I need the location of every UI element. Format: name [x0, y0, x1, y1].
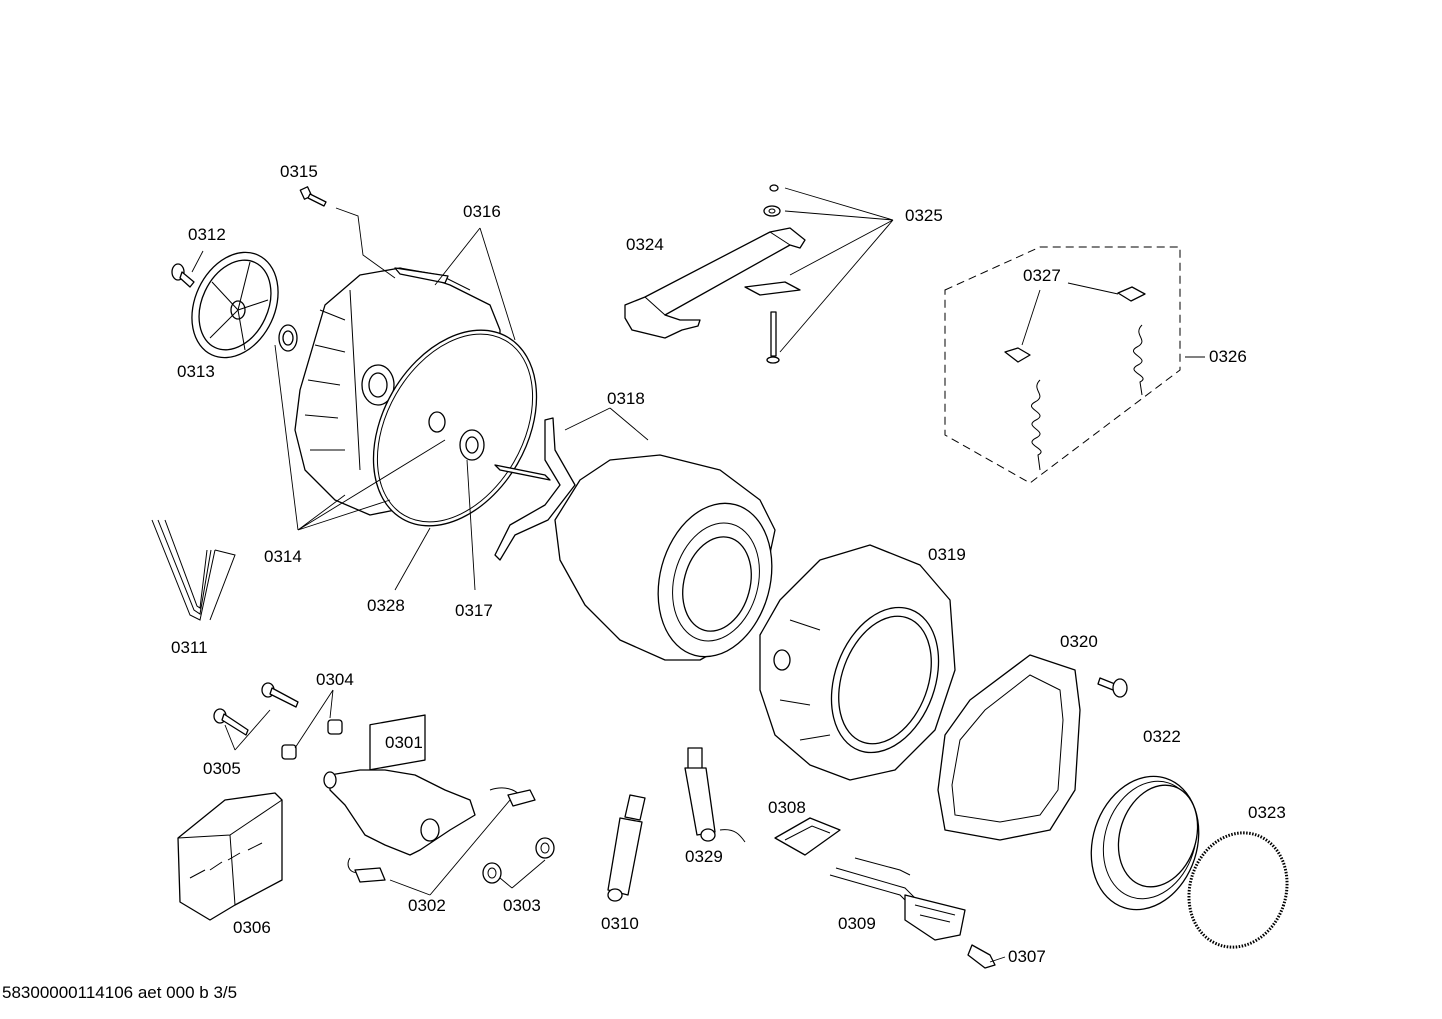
label-0328: 0328: [367, 596, 405, 615]
label-0317: 0317: [455, 601, 493, 620]
label-0327: 0327: [1023, 266, 1061, 285]
part-0304-studs: [281, 719, 343, 760]
part-0308-bracket: [774, 817, 841, 856]
part-0324-bracket: [624, 227, 806, 339]
part-0307-sensor: [967, 944, 996, 969]
part-labels: 0315 0316 0312 0313 0325 0324 0327 0326 …: [171, 162, 1286, 966]
label-0303: 0303: [503, 896, 541, 915]
label-0312: 0312: [188, 225, 226, 244]
part-0329-shock-absorber: [684, 747, 746, 843]
part-0319-tub-front: [759, 544, 956, 781]
part-0325-fasteners: [763, 184, 781, 364]
label-0319: 0319: [928, 545, 966, 564]
label-0309: 0309: [838, 914, 876, 933]
label-0329: 0329: [685, 847, 723, 866]
label-0322: 0322: [1143, 727, 1181, 746]
label-0323: 0323: [1248, 803, 1286, 822]
label-0318: 0318: [607, 389, 645, 408]
part-0309-heater: [829, 857, 966, 941]
part-0310-shock-absorber: [607, 794, 646, 902]
label-0311: 0311: [171, 638, 208, 657]
label-0325: 0325: [905, 206, 943, 225]
label-0307: 0307: [1008, 947, 1046, 966]
part-0320-frame: [937, 654, 1081, 841]
part-0328-seal-ring: [372, 329, 538, 527]
label-0315: 0315: [280, 162, 318, 181]
part-0302-connectors: [347, 787, 536, 883]
part-0326-spring-set: [944, 246, 1181, 484]
label-0306: 0306: [233, 918, 271, 937]
label-0316: 0316: [463, 202, 501, 221]
label-0305: 0305: [203, 759, 241, 778]
part-0318-drum: [494, 417, 776, 661]
part-0306-cover-box: [177, 792, 283, 921]
part-0312-screw: [171, 263, 195, 288]
label-0313: 0313: [177, 362, 215, 381]
label-0304: 0304: [316, 670, 354, 689]
part-0303-bushings: [482, 837, 555, 884]
leader-lines: [191, 187, 1205, 963]
part-0313-pulley: [191, 251, 279, 359]
document-id-footer: 58300000114106 aet 000 b 3/5: [2, 983, 237, 1002]
part-0315-screw: [299, 186, 327, 207]
label-0324: 0324: [626, 235, 664, 254]
label-0314: 0314: [264, 547, 302, 566]
part-0320-screw: [1097, 677, 1128, 698]
label-0301: 0301: [385, 733, 423, 752]
label-0302: 0302: [408, 896, 446, 915]
part-0305-screws: [213, 682, 299, 736]
part-0322-door-ring: [1090, 775, 1200, 911]
part-0314-bearing: [278, 324, 298, 352]
label-0310: 0310: [601, 914, 639, 933]
label-0320: 0320: [1060, 632, 1098, 651]
part-0301-motor: [323, 714, 476, 856]
part-0311-belt: [151, 519, 236, 621]
label-0308: 0308: [768, 798, 806, 817]
label-0326: 0326: [1209, 347, 1247, 366]
part-0323-clamp-band: [1187, 831, 1289, 949]
